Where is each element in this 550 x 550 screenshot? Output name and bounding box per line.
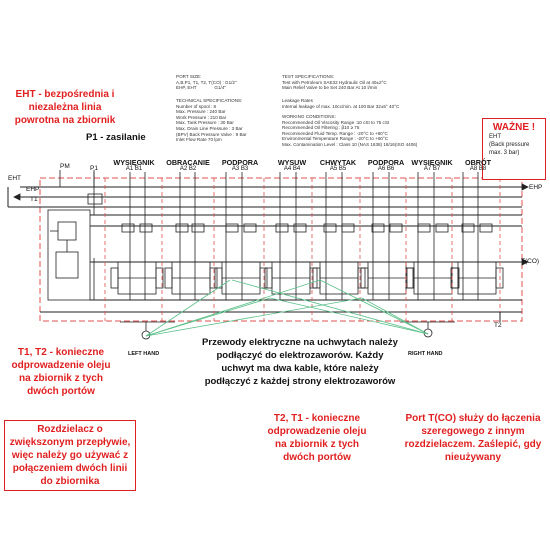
section-3-valve: [221, 172, 261, 300]
important-title: WAŻNE !: [492, 122, 536, 133]
section-6-label: PODPORA: [367, 158, 405, 167]
left-hand-label: LEFT HAND: [128, 351, 160, 357]
section-1-valve: [117, 172, 157, 300]
port-size-spec: PORT SIZE: A,B,P1, T1, T2, T(CO) : G1/2"…: [176, 74, 237, 91]
section-6-ports: A6 B6: [377, 166, 395, 172]
section-8-valve: [457, 172, 497, 300]
leakage-spec: Leakage Rates Internal leakage of max. 1…: [282, 98, 400, 109]
important-box: WAŻNE ! EHT (Back pressure max. 3 bar): [482, 118, 546, 180]
port-arrows: [13, 170, 529, 266]
valve-housing-outline: [39, 177, 523, 322]
section-4-label: WYSUW: [277, 158, 307, 167]
port-t2-label: T2: [494, 322, 502, 329]
left-hand-joystick: [120, 321, 175, 340]
port-tco-label: T(CO): [521, 258, 540, 265]
section-7-valve: [413, 172, 453, 300]
t2-t1-mid-note: T2, T1 - konieczne odprowadzenie oleju n…: [267, 413, 367, 463]
section-separators: [104, 178, 501, 321]
test-spec: TEST SPECIFICATIONS: Test with Petroleum…: [282, 74, 387, 91]
section-5-valve: [319, 172, 359, 300]
port-ehp-left-label: EHP: [26, 186, 40, 193]
splitter-note: Rozdzielacz o zwiększonym przepływie, wi…: [4, 420, 136, 491]
port-ehp-right-label: EHP: [529, 184, 543, 191]
port-t1-label: T1: [30, 196, 38, 203]
right-hand-label: RIGHT HAND: [408, 351, 443, 357]
section-8-label: OBRÓT: [465, 158, 491, 167]
section-2-ports: A2 B2: [179, 166, 197, 172]
section-4-valve: [271, 172, 311, 300]
valve-sections: [117, 172, 497, 300]
section-4-ports: A4 B4: [283, 166, 301, 172]
section-5-ports: A5 B5: [329, 166, 347, 172]
section-2-valve: [171, 172, 211, 300]
section-6-valve: [367, 172, 407, 300]
main-galleries: [7, 186, 522, 322]
port-eht-label: EHT: [8, 175, 21, 182]
working-conditions-spec: WORKING CONDITIONS: Recommended Oil Visc…: [282, 114, 418, 147]
section-header-row: WYSIĘGNIK A1 B1 OBRACANIE A2 B2 PODPORA …: [110, 158, 520, 176]
section-3-ports: A3 B3: [231, 166, 249, 172]
t1-t2-left-note: T1, T2 - konieczne odprowadzenie oleju n…: [11, 347, 111, 397]
wires-note: Przewody elektryczne na uchwytach należy…: [202, 337, 398, 387]
inlet-module: [47, 172, 103, 301]
section-5-label: CHWYTAK: [319, 158, 357, 167]
section-1-label: WYSIĘGNIK: [113, 158, 155, 167]
section-3-label: PODPORA: [221, 158, 259, 167]
port-tco-note: Port T(CO) służy do łączenia szeregowego…: [404, 413, 542, 463]
section-7-ports: A7 B7: [423, 166, 441, 172]
port-pm-label: PM: [60, 163, 70, 170]
p1-note: P1 - zasilanie: [86, 132, 146, 143]
section-2-label: OBRACANIE: [166, 158, 210, 167]
electrical-wires: [145, 279, 429, 337]
port-p1-label: P1: [90, 165, 98, 172]
section-1-ports: A1 B1: [125, 166, 143, 172]
important-body: EHT (Back pressure max. 3 bar): [489, 134, 530, 156]
section-7-label: WYSIĘGNIK: [411, 158, 453, 167]
eht-note: EHT - bezpośrednia i niezależna linia po…: [14, 89, 116, 126]
section-8-ports: A8 B8: [469, 166, 487, 172]
technical-spec: TECHNICAL SPECIFICATIONS: Number of spoo…: [176, 98, 247, 143]
